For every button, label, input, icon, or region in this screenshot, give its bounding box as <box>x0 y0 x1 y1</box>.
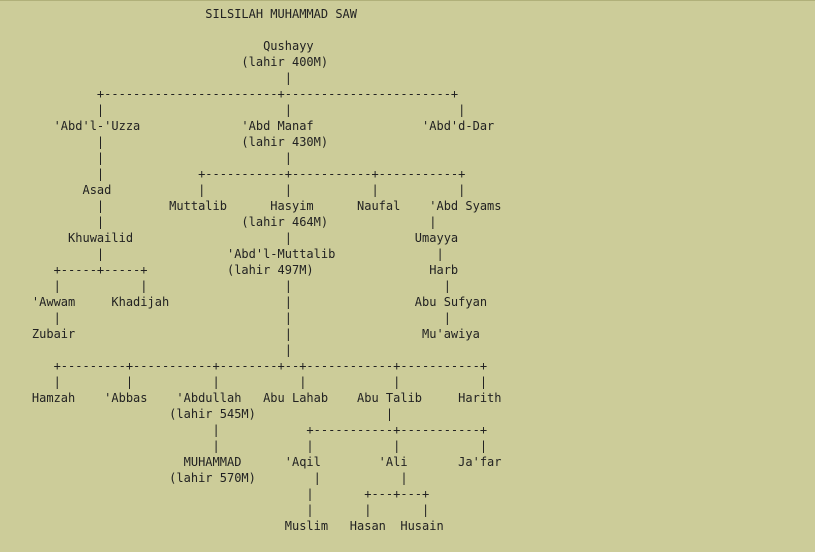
tree-line: | | <box>3 151 292 165</box>
tree-line: (lahir 570M) | | <box>3 471 408 485</box>
tree-line: Zubair | Mu'awiya <box>3 327 480 341</box>
tree-line: (lahir 545M) | <box>3 407 394 421</box>
tree-line: Qushayy <box>3 39 314 53</box>
tree-line: | +-----------+-----------+ <box>3 423 488 437</box>
tree-line: (lahir 400M) <box>3 55 329 69</box>
tree-line: +-----+-----+ (lahir 497M) Harb <box>3 263 459 277</box>
tree-line: Khuwailid | Umayya <box>3 231 459 245</box>
tree-line: | 'Abd'l-Muttalib | <box>3 247 444 261</box>
tree-line: | | | <box>3 103 466 117</box>
tree-line: | | | | <box>3 279 451 293</box>
tree-line: | (lahir 430M) <box>3 135 329 149</box>
tree-line: +------------------------+--------------… <box>3 87 459 101</box>
tree-line: | Muttalib Hasyim Naufal 'Abd Syams <box>3 199 502 213</box>
tree-line: | <box>3 71 292 85</box>
tree-line: MUHAMMAD 'Aqil 'Ali Ja'far <box>3 455 502 469</box>
tree-line: Asad | | | | <box>3 183 466 197</box>
tree-line: | | | <box>3 311 451 325</box>
tree-line: | (lahir 464M) | <box>3 215 437 229</box>
diagram-title: SILSILAH MUHAMMAD SAW <box>3 7 358 21</box>
tree-line: | +---+---+ <box>3 487 430 501</box>
tree-line: 'Abd'l-'Uzza 'Abd Manaf 'Abd'd-Dar <box>3 119 495 133</box>
family-tree-diagram: SILSILAH MUHAMMAD SAW Qushayy (lahir 400… <box>3 6 502 534</box>
tree-line: Muslim Hasan Husain <box>3 519 444 533</box>
tree-line: | +-----------+-----------+-----------+ <box>3 167 466 181</box>
tree-line: Hamzah 'Abbas 'Abdullah Abu Lahab Abu Ta… <box>3 391 502 405</box>
tree-line: | <box>3 343 292 357</box>
tree-line: +---------+-----------+--------+--+-----… <box>3 359 488 373</box>
tree-line: 'Awwam Khadijah | Abu Sufyan <box>3 295 488 309</box>
tree-line: | | | <box>3 503 430 517</box>
tree-line: | | | | <box>3 439 488 453</box>
tree-line: | | | | | | <box>3 375 488 389</box>
